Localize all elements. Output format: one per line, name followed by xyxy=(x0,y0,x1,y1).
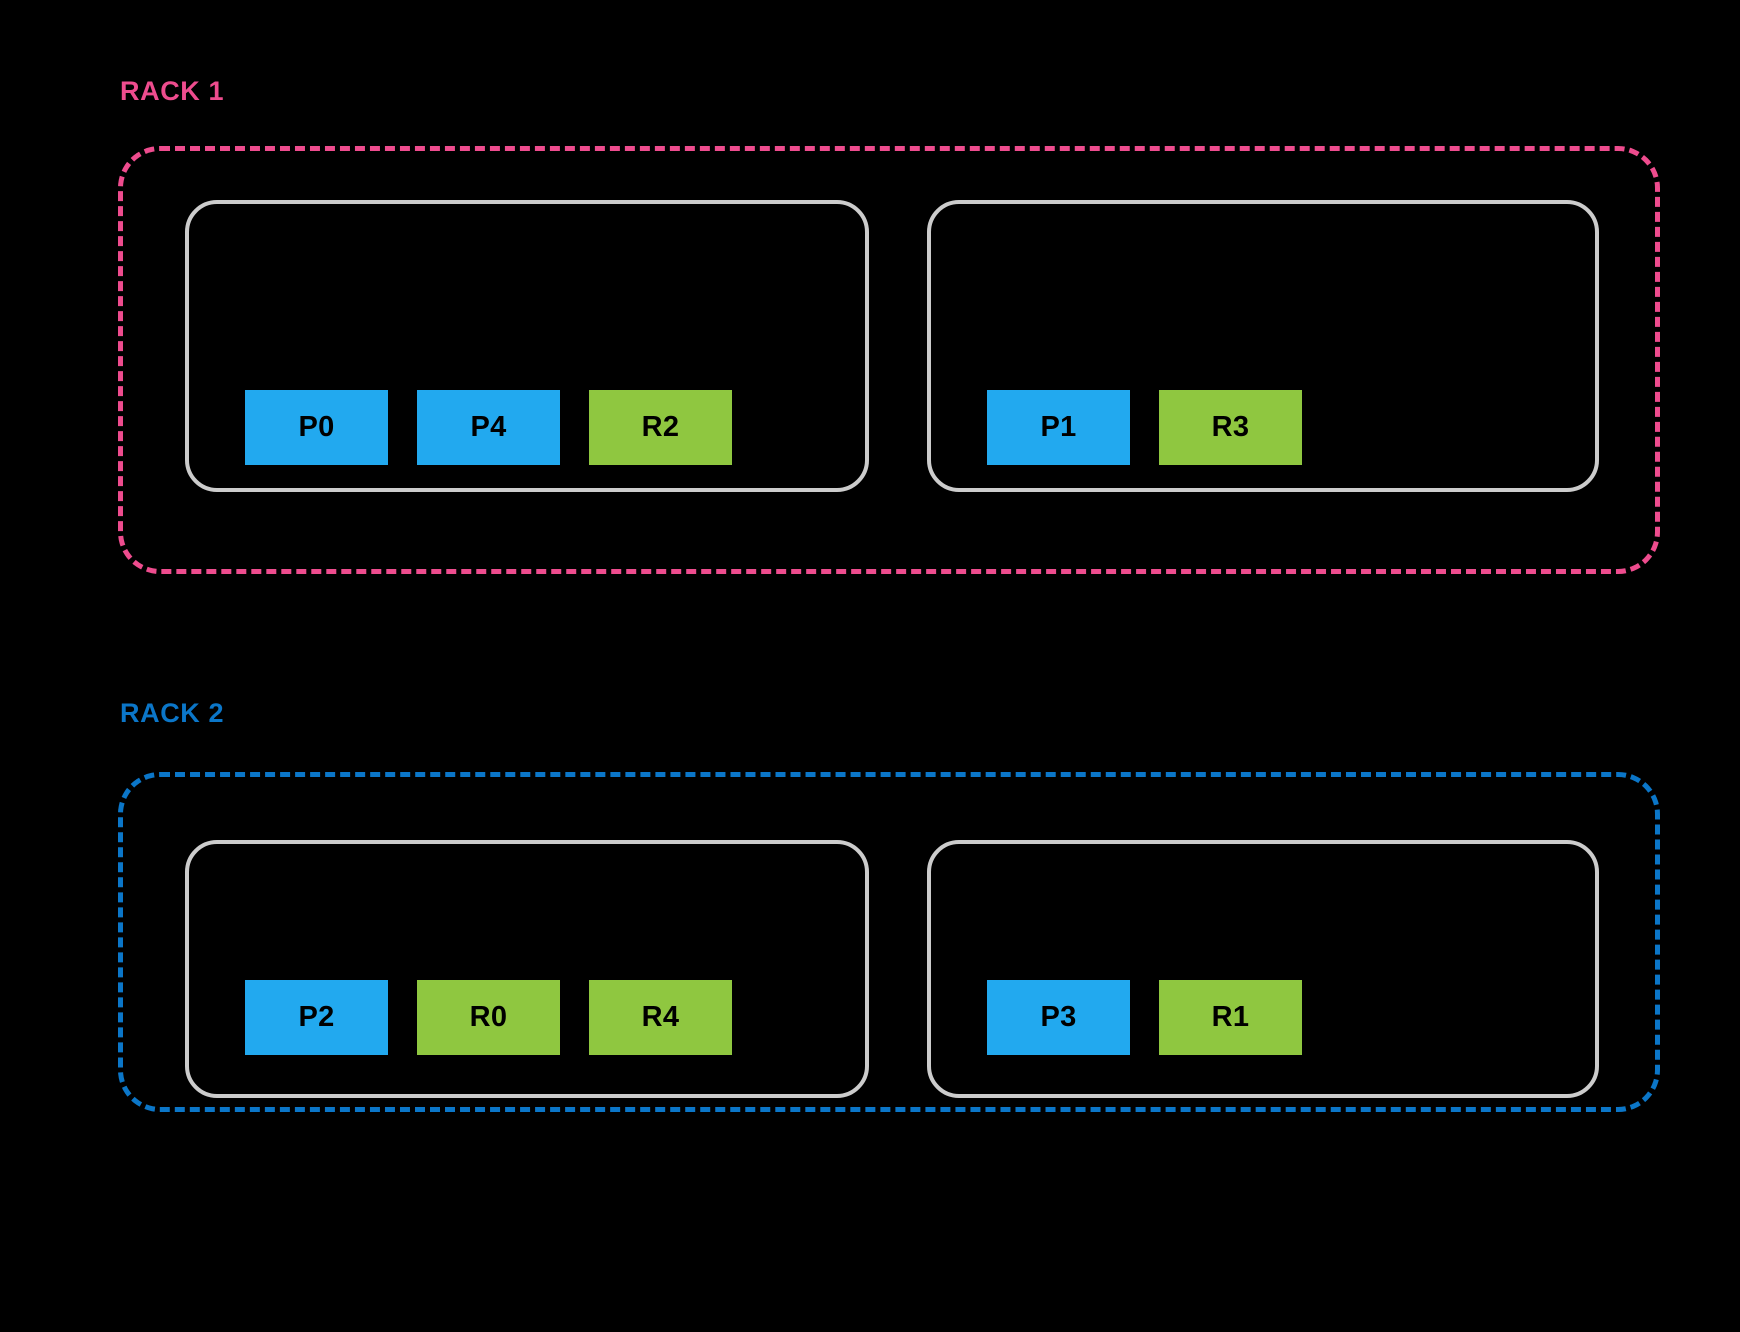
broker-group-4 xyxy=(927,840,1599,1098)
replica-chip-r4[interactable]: R4 xyxy=(589,980,732,1055)
rack-boundary-2 xyxy=(118,772,1660,1112)
rack-label-1: RACK 1 xyxy=(120,76,225,106)
rack-label-2: RACK 2 xyxy=(120,698,225,728)
broker-group-3-chip-row: P2 R0 R4 xyxy=(245,980,732,1055)
partition-chip-p2[interactable]: P2 xyxy=(245,980,388,1055)
partition-chip-p4[interactable]: P4 xyxy=(417,390,560,465)
broker-group-4-chip-row: P3 R1 xyxy=(987,980,1302,1055)
partition-chip-p3[interactable]: P3 xyxy=(987,980,1130,1055)
broker-group-2 xyxy=(927,200,1599,492)
partition-chip-p0[interactable]: P0 xyxy=(245,390,388,465)
partition-chip-p1[interactable]: P1 xyxy=(987,390,1130,465)
broker-group-2-chip-row: P1 R3 xyxy=(987,390,1302,465)
broker-group-1 xyxy=(185,200,869,492)
replica-chip-r1[interactable]: R1 xyxy=(1159,980,1302,1055)
replica-chip-r2[interactable]: R2 xyxy=(589,390,732,465)
replica-chip-r3[interactable]: R3 xyxy=(1159,390,1302,465)
broker-group-1-chip-row: P0 P4 R2 xyxy=(245,390,732,465)
rack-boundary-1 xyxy=(118,146,1660,574)
replica-chip-r0[interactable]: R0 xyxy=(417,980,560,1055)
broker-group-3 xyxy=(185,840,869,1098)
